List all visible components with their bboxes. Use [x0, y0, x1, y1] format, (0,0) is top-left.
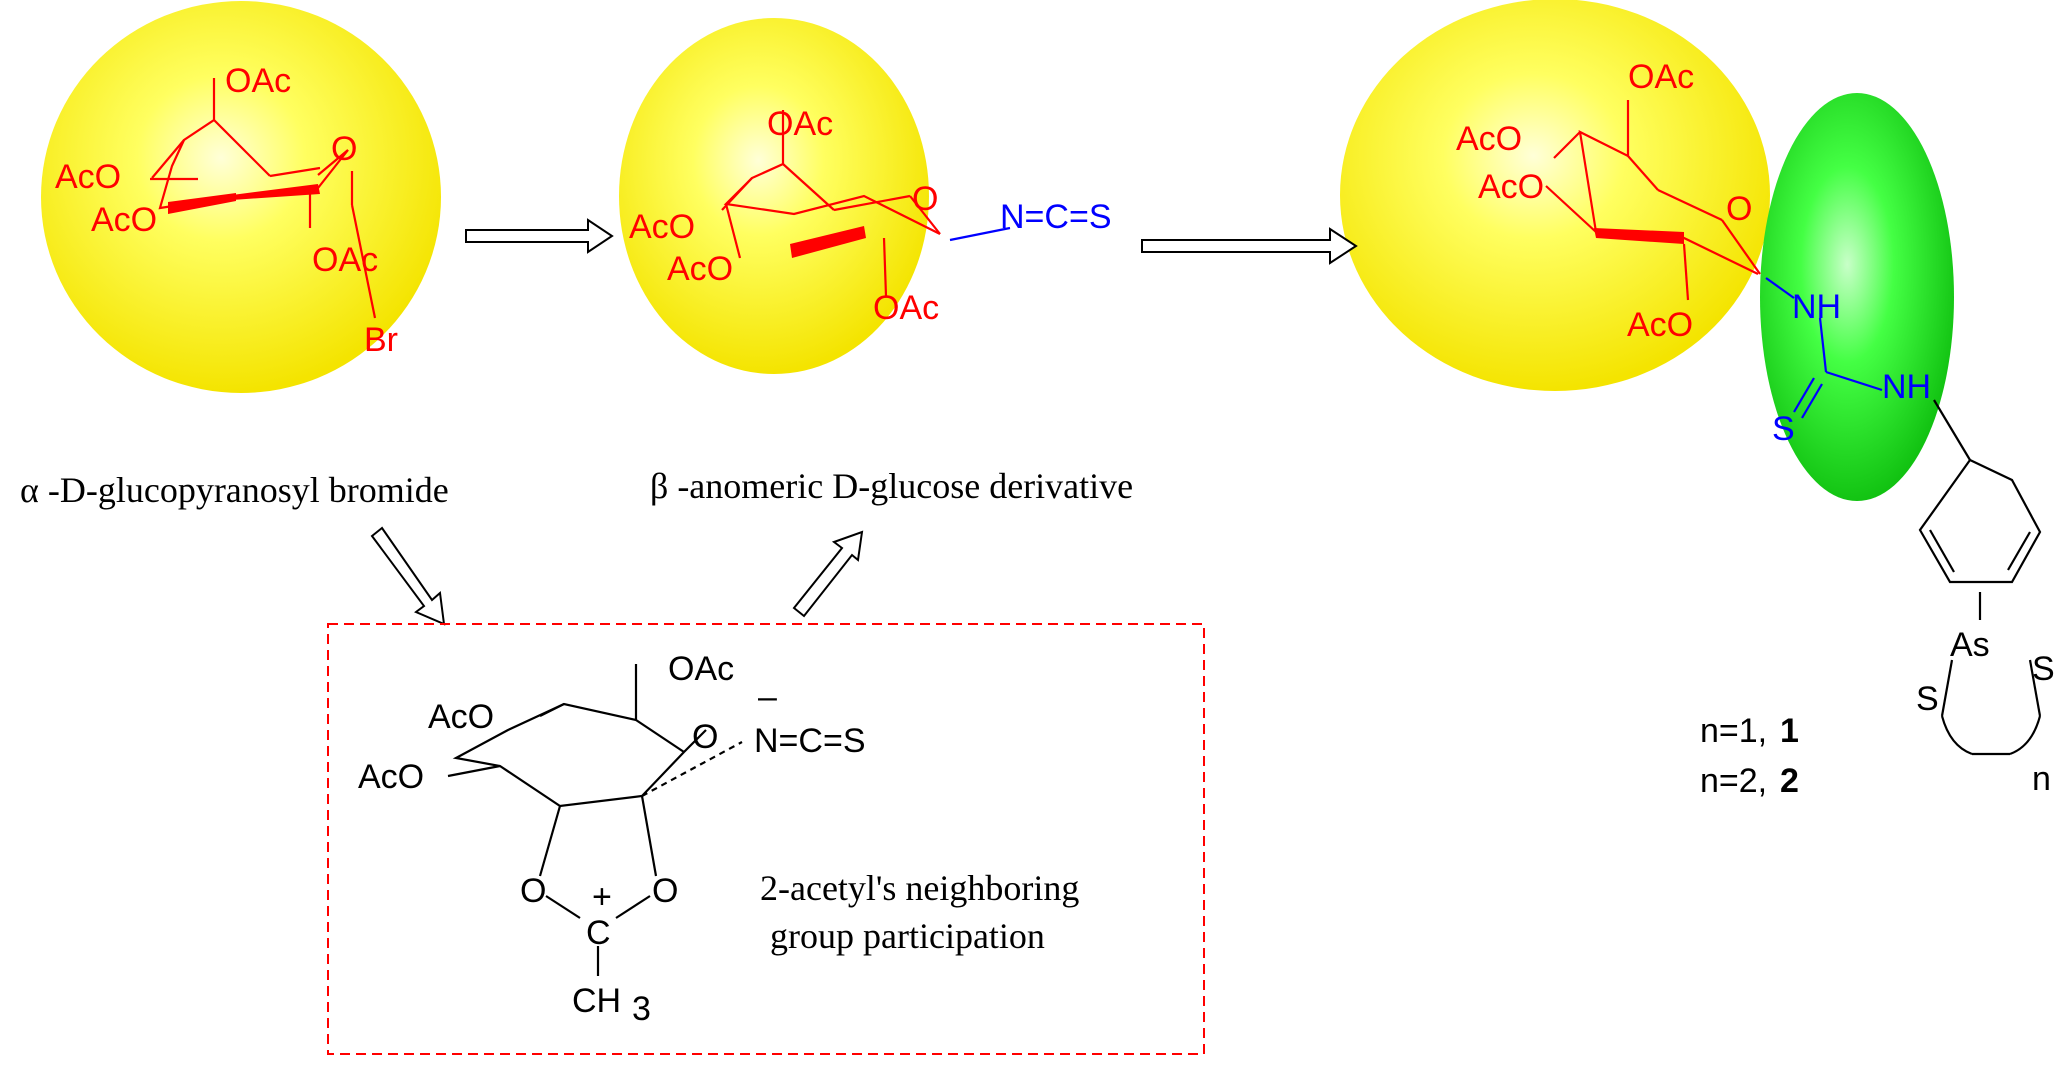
molecule-product: OAc AcO AcO O AcO NH NH S As S S n n=1, …	[1456, 58, 2055, 800]
arrow-up-from-intermediate	[792, 530, 864, 618]
atom-o: O	[652, 872, 678, 910]
atom-ncs: N=C=S	[1000, 198, 1112, 236]
molecule-beta-derivative: OAc O AcO AcO OAc N=C=S	[629, 105, 1112, 327]
atom-oac: OAc	[312, 241, 378, 279]
ngp-caption-line2: group participation	[770, 916, 1045, 956]
atom-ring-o: O	[331, 130, 357, 168]
atom-plus: +	[592, 878, 612, 916]
atom-nh: NH	[1792, 288, 1841, 326]
ellipse-thiourea-linker	[1760, 93, 1954, 501]
atom-as: As	[1950, 626, 1990, 664]
atom-minus: –	[758, 678, 777, 716]
atom-oac: OAc	[873, 289, 939, 327]
product-number-2: 2	[1780, 762, 1799, 800]
atom-aco: AcO	[428, 698, 494, 736]
atom-br: Br	[364, 321, 398, 359]
product-number-1: 1	[1780, 712, 1799, 750]
arrow-right-1	[465, 218, 614, 254]
atom-oac: OAc	[767, 105, 833, 143]
intermediate-box	[327, 623, 1205, 1055]
atom-c: C	[586, 914, 611, 952]
atom-ring-o: O	[912, 180, 938, 218]
atom-subscript: 3	[632, 990, 651, 1028]
atom-aco: AcO	[91, 201, 157, 239]
atom-s: S	[1916, 680, 1939, 718]
caption-beta-derivative: β -anomeric D-glucose derivative	[650, 466, 1133, 506]
atom-aco: AcO	[1478, 168, 1544, 206]
product-label-2: n=2,	[1700, 762, 1767, 800]
atom-aco: AcO	[1627, 306, 1693, 344]
atom-oac: OAc	[1628, 58, 1694, 96]
atom-aco: AcO	[667, 250, 733, 288]
atom-aco: AcO	[358, 758, 424, 796]
atom-nh: NH	[1882, 368, 1931, 406]
atom-s: S	[2032, 650, 2055, 688]
product-label-1: n=1,	[1700, 712, 1767, 750]
atom-ncs-anion: N=C=S	[754, 722, 866, 760]
atom-aco: AcO	[55, 158, 121, 196]
atom-oac: OAc	[668, 650, 734, 688]
caption-alpha-bromide: α -D-glucopyranosyl bromide	[20, 470, 449, 510]
molecule-oxocarbenium-intermediate: OAc AcO AcO O N=C=S – O O C + CH 3	[358, 650, 866, 1028]
atom-aco: AcO	[1456, 120, 1522, 158]
sphere-beta-derivative	[619, 18, 929, 374]
atom-aco: AcO	[629, 208, 695, 246]
atom-oac: OAc	[225, 62, 291, 100]
atom-ring-o: O	[692, 718, 718, 756]
arrow-right-2	[1141, 227, 1358, 265]
molecule-alpha-bromide: OAc O AcO AcO OAc Br	[55, 62, 398, 359]
atom-s: S	[1772, 410, 1795, 448]
atom-ring-o: O	[1726, 190, 1752, 228]
atom-ch: CH	[572, 982, 621, 1020]
ngp-caption-line1: 2-acetyl's neighboring	[760, 868, 1079, 908]
atom-n: n	[2032, 760, 2051, 798]
arrow-down-to-intermediate	[370, 526, 446, 626]
atom-o: O	[520, 872, 546, 910]
